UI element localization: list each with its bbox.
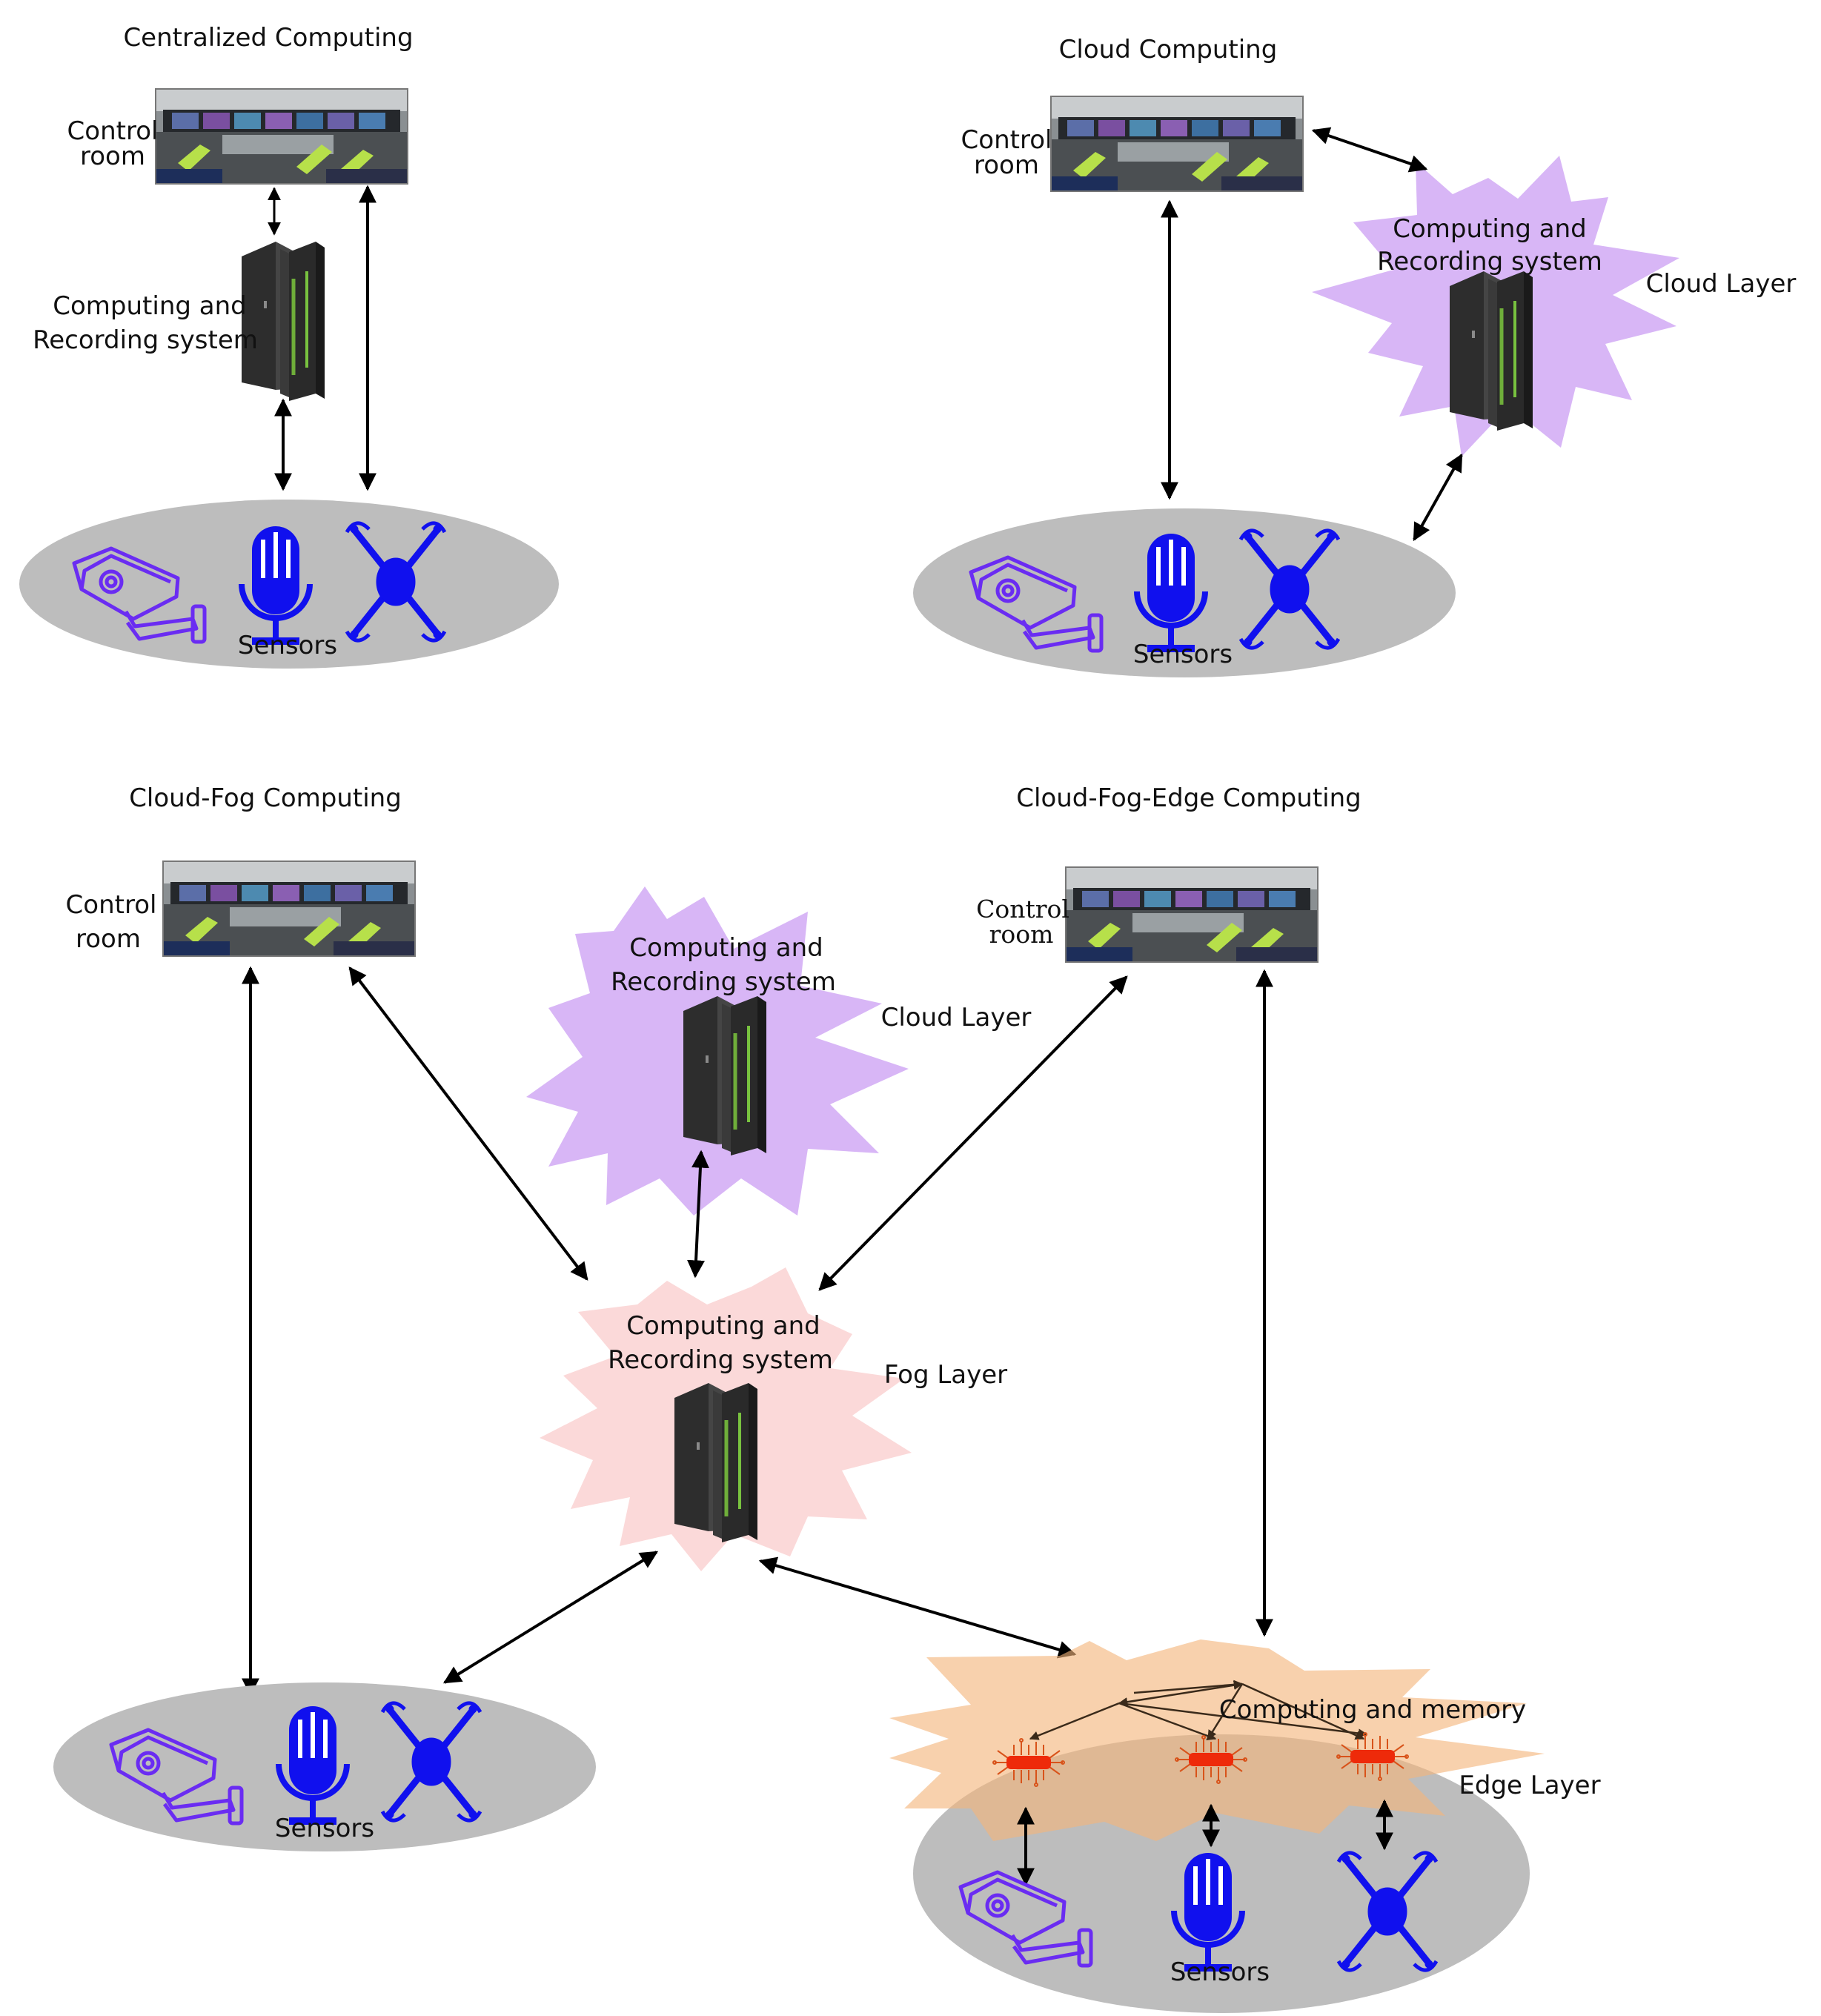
- cloud-layer-label: Cloud Layer: [881, 1003, 1032, 1032]
- system-label-line1: Computing and: [53, 291, 246, 321]
- connection-arrows: [268, 185, 377, 491]
- connection-arrows: [242, 966, 709, 1697]
- panel-centralized: Centralized Computing Control room Compu…: [19, 23, 559, 669]
- sensor-chip-arrows: [1017, 1799, 1393, 1886]
- control-room-photo: [155, 88, 408, 185]
- server-rack-icon: [683, 996, 766, 1155]
- control-room-photo: [162, 861, 416, 957]
- server-rack-icon: [674, 1383, 757, 1542]
- cloud-system-label-line2: Recording system: [611, 967, 836, 997]
- fog-layer-label: Fog Layer: [884, 1360, 1007, 1390]
- control-room-label-line1: Control: [67, 116, 159, 146]
- panel-title: Cloud Computing: [1059, 35, 1278, 64]
- connection-arrows: [758, 969, 1273, 1659]
- control-room-label-line1: Control: [976, 895, 1069, 924]
- fog-system-label-line1: Computing and: [626, 1311, 820, 1341]
- control-room-label-line1: Control: [66, 890, 157, 920]
- sensors-label: Sensors: [238, 631, 337, 660]
- server-rack-icon: [1450, 271, 1533, 431]
- sensors-label: Sensors: [1133, 640, 1233, 669]
- edge-compute-label: Computing and memory: [1219, 1695, 1526, 1725]
- panel-title: Cloud-Fog Computing: [129, 783, 402, 813]
- system-label-line2: Recording system: [33, 325, 258, 355]
- control-room-label-line1: Control: [961, 125, 1052, 155]
- cloud-layer-label: Cloud Layer: [1646, 269, 1797, 299]
- panel-cloud: Cloud Computing Control room Computing a…: [913, 35, 1796, 677]
- server-rack-icon: [242, 242, 325, 401]
- control-room-photo: [1065, 866, 1319, 963]
- connection-arrows: [1161, 127, 1463, 542]
- edge-interconnect-arrows: [1029, 1680, 1368, 1740]
- control-room-label-line2: room: [76, 924, 141, 954]
- panel-title: Cloud-Fog-Edge Computing: [1016, 783, 1361, 813]
- system-label-line1: Computing and: [1393, 214, 1586, 244]
- control-room-label-line2: room: [989, 920, 1054, 949]
- panel-cloud-fog: Cloud-Fog Computing Control room Computi…: [53, 783, 1031, 1851]
- edge-layer-label: Edge Layer: [1459, 1771, 1600, 1800]
- control-room-label-line2: room: [80, 142, 145, 171]
- sensors-label: Sensors: [1170, 1957, 1270, 1987]
- fog-system-label-line2: Recording system: [608, 1345, 833, 1375]
- control-room-label-line2: room: [974, 150, 1039, 180]
- system-label-line2: Recording system: [1377, 247, 1602, 276]
- control-room-photo: [1050, 96, 1304, 192]
- panel-cloud-fog-edge: Cloud-Fog-Edge Computing Control room Co…: [758, 783, 1601, 2013]
- sensors-label: Sensors: [275, 1814, 374, 1843]
- panel-title: Centralized Computing: [123, 23, 413, 53]
- edge-layer-shape: [889, 1639, 1545, 1841]
- cloud-system-label-line1: Computing and: [629, 933, 823, 963]
